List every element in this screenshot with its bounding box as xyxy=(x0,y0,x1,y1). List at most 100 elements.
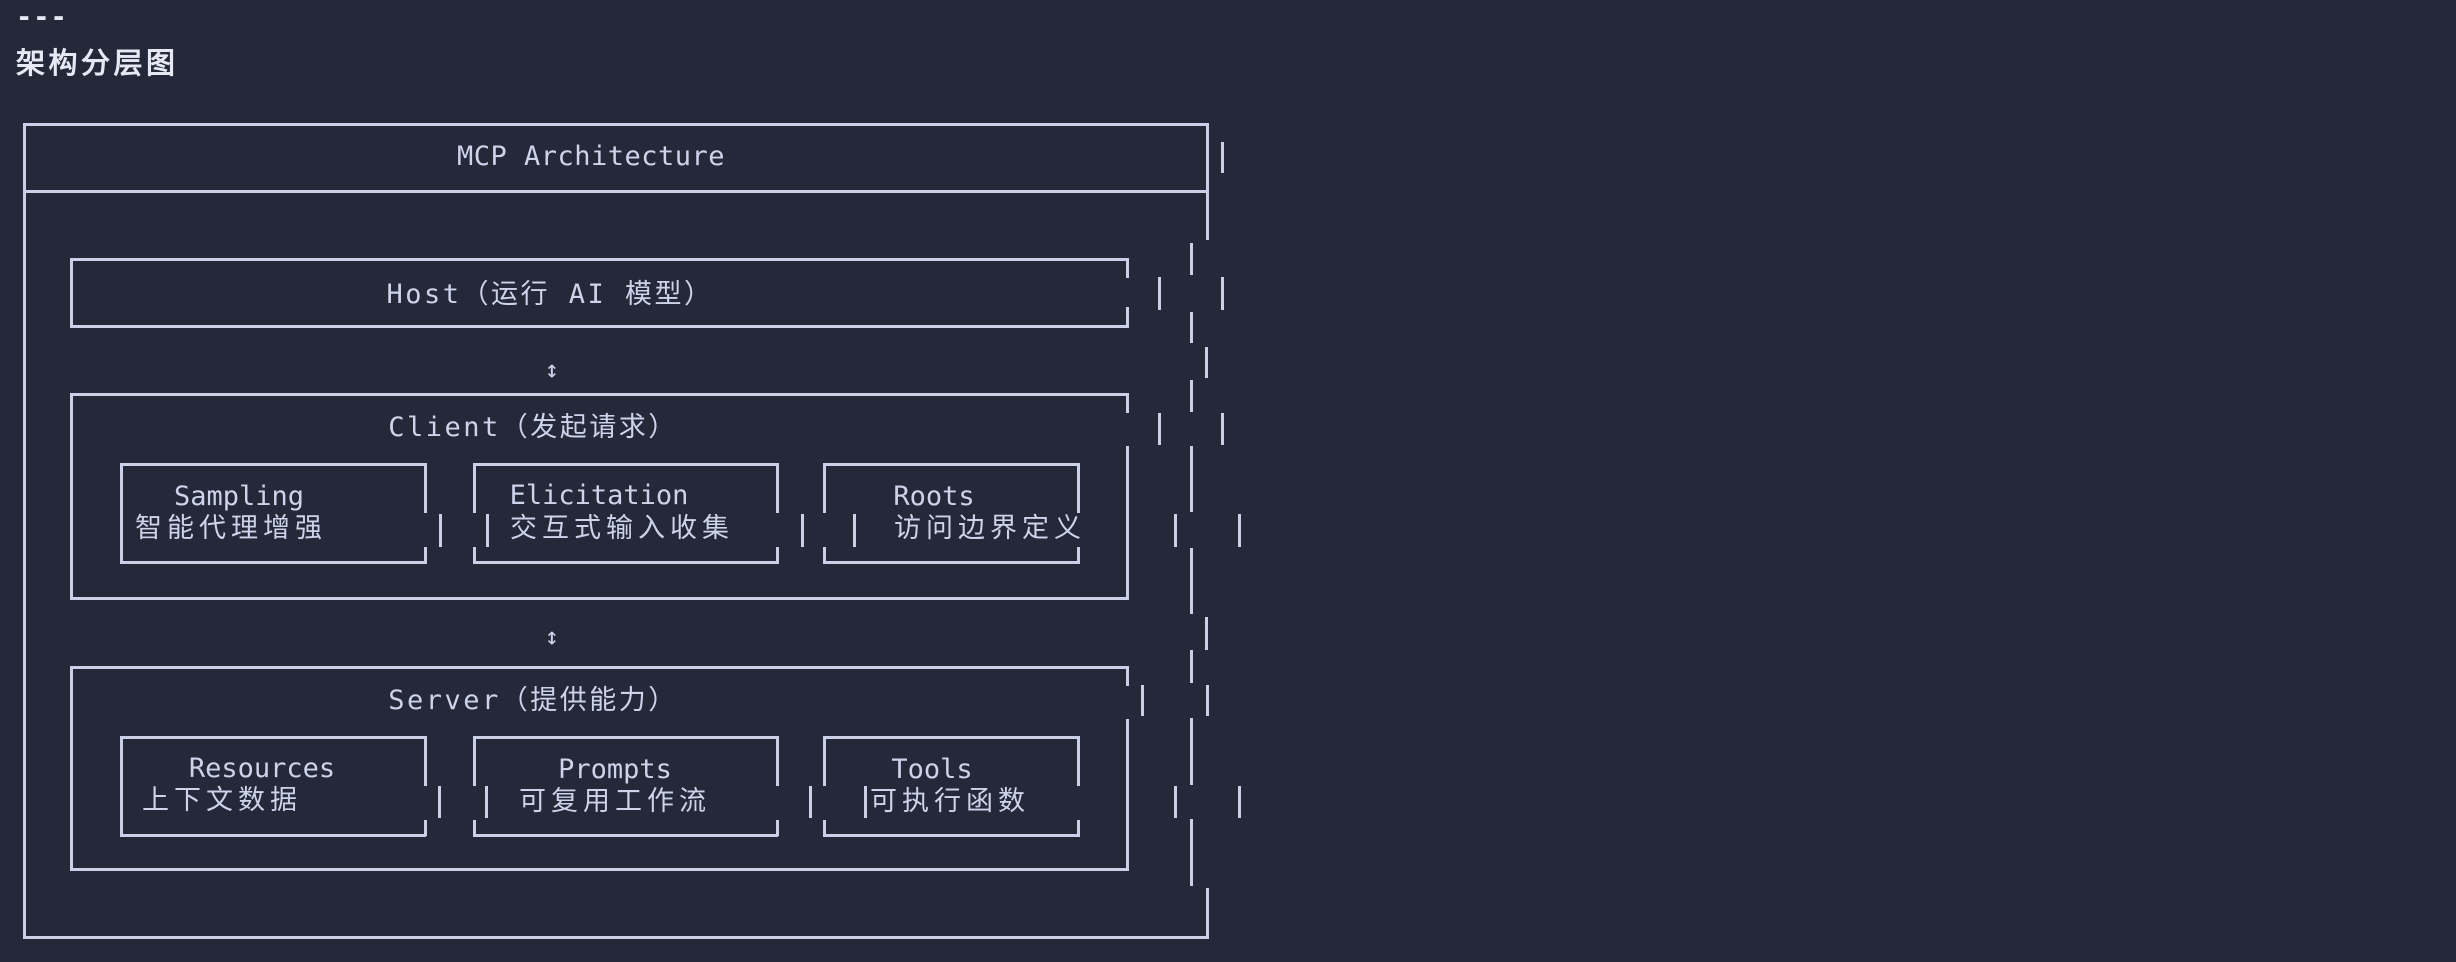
roots-box-bottom-border xyxy=(823,561,1080,564)
border-fragment xyxy=(486,514,489,547)
resources-title: Resources xyxy=(188,752,336,784)
roots-title: Roots xyxy=(893,480,975,512)
border-fragment xyxy=(1238,786,1241,818)
prompts-box-left-border-top xyxy=(473,736,476,786)
host-box-top-border xyxy=(70,258,1129,261)
tools-box-left-border-top xyxy=(823,736,826,786)
updown-arrow-icon: ↕ xyxy=(544,355,560,384)
roots-box-right-border-top xyxy=(1077,463,1080,513)
elicitation-box-top-border xyxy=(473,463,778,466)
roots-box-top-border xyxy=(823,463,1080,466)
border-fragment xyxy=(1190,548,1193,614)
border-fragment xyxy=(1205,347,1208,378)
border-fragment xyxy=(1174,786,1177,818)
host-label: Host（运行 AI 模型） xyxy=(386,278,714,310)
page-title: 架构分层图 xyxy=(16,46,179,80)
elicitation-box-left-border-bottom xyxy=(473,547,476,564)
border-fragment xyxy=(1221,142,1224,173)
client-box-right-border xyxy=(1126,446,1129,600)
updown-arrow-icon: ↕ xyxy=(544,622,560,651)
diagram-title: MCP Architecture xyxy=(456,140,726,172)
sampling-box-right-border-bottom xyxy=(424,547,427,564)
border-fragment xyxy=(853,514,856,547)
elicitation-subtitle: 交互式输入收集 xyxy=(510,512,734,544)
host-box-left-border xyxy=(70,258,73,327)
border-fragment xyxy=(1190,650,1193,683)
border-fragment xyxy=(1238,514,1241,547)
prompts-box-right-border-top xyxy=(776,736,779,786)
elicitation-box-left-border-top xyxy=(473,463,476,513)
border-fragment xyxy=(864,786,867,818)
border-fragment xyxy=(1190,446,1193,512)
server-box-left-border xyxy=(70,666,73,871)
markdown-divider: --- xyxy=(16,2,68,33)
border-fragment xyxy=(1190,312,1193,343)
border-fragment xyxy=(1158,277,1161,310)
resources-box-right-border-top xyxy=(424,736,427,786)
elicitation-box-right-border-bottom xyxy=(776,547,779,564)
border-fragment xyxy=(1190,380,1193,412)
border-fragment xyxy=(438,786,441,818)
resources-subtitle: 上下文数据 xyxy=(142,784,302,816)
server-box-right-border-top-stub xyxy=(1126,666,1129,686)
prompts-subtitle: 可复用工作流 xyxy=(519,785,711,817)
roots-box-left-border-bottom xyxy=(823,547,826,564)
border-fragment xyxy=(1221,277,1224,310)
host-box-bottom-border xyxy=(70,325,1129,328)
border-fragment xyxy=(801,514,804,547)
roots-subtitle: 访问边界定义 xyxy=(894,512,1086,544)
tools-title: Tools xyxy=(891,753,973,785)
tools-box-bottom-border xyxy=(823,834,1080,837)
client-box-left-border xyxy=(70,393,73,600)
elicitation-box-bottom-border xyxy=(473,561,778,564)
host-box-right-border-top-stub xyxy=(1126,258,1129,278)
sampling-box-right-border-top xyxy=(424,463,427,513)
client-box-bottom-border xyxy=(70,597,1129,600)
host-box-right-border-bottom-stub xyxy=(1126,307,1129,327)
border-fragment xyxy=(1190,819,1193,886)
outer-box-bottom-border xyxy=(23,936,1209,939)
tools-box-top-border xyxy=(823,736,1080,739)
prompts-box-bottom-border xyxy=(473,834,778,837)
border-fragment xyxy=(1205,617,1208,650)
outer-box-top-border xyxy=(23,123,1209,126)
border-fragment xyxy=(809,786,812,818)
client-box-right-border-top-stub xyxy=(1126,393,1129,413)
sampling-box-left-border xyxy=(120,463,123,564)
server-box-bottom-border xyxy=(70,868,1129,871)
outer-box-top-right-corner xyxy=(1206,123,1209,240)
resources-box-left-border xyxy=(120,736,123,836)
client-label: Client（发起请求） xyxy=(388,411,678,443)
outer-box-bottom-right-corner xyxy=(1206,888,1209,938)
resources-box-right-border-bottom xyxy=(424,820,427,836)
outer-box-title-divider xyxy=(23,190,1208,193)
tools-box-left-border-bottom xyxy=(823,820,826,836)
elicitation-box-right-border-top xyxy=(776,463,779,513)
border-fragment xyxy=(1141,685,1144,716)
border-fragment xyxy=(1206,685,1209,716)
roots-box-right-border-bottom xyxy=(1077,547,1080,564)
sampling-title: Sampling xyxy=(173,480,305,512)
sampling-box-top-border xyxy=(120,463,426,466)
tools-box-right-border-top xyxy=(1077,736,1080,786)
tools-subtitle: 可执行函数 xyxy=(870,785,1030,817)
prompts-title: Prompts xyxy=(558,753,672,785)
server-box-top-border xyxy=(70,666,1129,669)
border-fragment xyxy=(1190,718,1193,785)
elicitation-title: Elicitation xyxy=(509,479,689,511)
resources-box-top-border xyxy=(120,736,426,739)
border-fragment xyxy=(1221,413,1224,445)
border-fragment xyxy=(1158,413,1161,445)
client-box-top-border xyxy=(70,393,1129,396)
prompts-box-left-border-bottom xyxy=(473,820,476,836)
prompts-box-right-border-bottom xyxy=(776,820,779,836)
sampling-subtitle: 智能代理增强 xyxy=(135,512,327,544)
border-fragment xyxy=(439,514,442,547)
roots-box-left-border-top xyxy=(823,463,826,513)
sampling-box-bottom-border xyxy=(120,561,426,564)
resources-box-bottom-border xyxy=(120,834,426,837)
border-fragment xyxy=(1174,514,1177,547)
server-label: Server（提供能力） xyxy=(388,684,678,716)
tools-box-right-border-bottom xyxy=(1077,820,1080,836)
